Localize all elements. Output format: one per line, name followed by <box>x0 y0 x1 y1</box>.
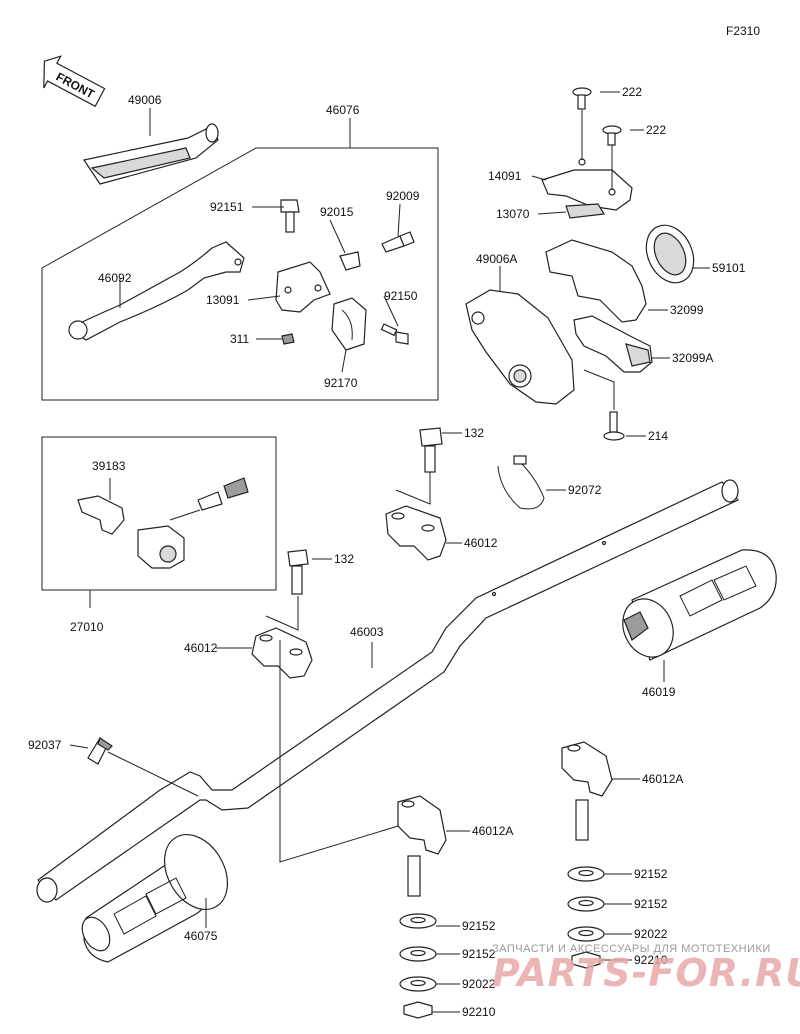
figure-code: F2310 <box>726 24 760 38</box>
nut-92210-a <box>403 1001 433 1019</box>
watermark-line1: ЗАПЧАСТИ И АКСЕССУАРЫ ДЛЯ МОТОТЕХНИКИ <box>492 943 771 955</box>
cable-band <box>497 455 545 510</box>
switch-clamp-39183 <box>77 495 125 535</box>
part-label-27010: 27010 <box>70 620 104 634</box>
part-label-92009: 92009 <box>386 189 420 203</box>
part-labels: 49006 46076 92151 92015 92009 46092 13091 92150… <box>28 85 746 1019</box>
handlebar-holder-lower-a <box>397 795 447 897</box>
part-label-32099: 32099 <box>670 303 704 317</box>
part-label-92152c: 92152 <box>634 867 668 881</box>
part-label-46012b: 46012 <box>184 641 218 655</box>
nut-311 <box>281 333 295 345</box>
part-label-92152a: 92152 <box>462 919 496 933</box>
washer-92022-a <box>399 976 437 992</box>
washer-92152-c <box>567 866 605 882</box>
right-grip <box>622 549 777 661</box>
throttle-housing-upper <box>545 239 647 323</box>
handlebar-holder-lower-b <box>561 741 613 841</box>
cable-clip-92037 <box>87 737 113 765</box>
part-label-92170: 92170 <box>324 376 358 390</box>
lever-bracket <box>275 261 331 313</box>
nut-92210-b <box>571 951 601 969</box>
handlebar-holder-upper-b <box>251 627 313 679</box>
part-label-92072: 92072 <box>568 483 602 497</box>
throttle-pulley <box>645 224 695 284</box>
screw-214 <box>603 411 625 441</box>
part-label-14091: 14091 <box>488 169 522 183</box>
clutch-assembly-frame <box>41 147 439 401</box>
part-label-92210a: 92210 <box>462 1005 496 1019</box>
part-label-46012Ab: 46012A <box>642 772 683 786</box>
part-label-92015: 92015 <box>320 205 354 219</box>
nut-92015 <box>339 251 361 271</box>
handlebar <box>36 479 739 903</box>
part-label-13091: 13091 <box>206 293 240 307</box>
part-label-92152d: 92152 <box>634 897 668 911</box>
part-label-13070: 13070 <box>496 207 530 221</box>
part-label-92151: 92151 <box>210 200 244 214</box>
leader-lines <box>69 91 710 1013</box>
part-label-49006A: 49006A <box>476 252 517 266</box>
part-label-311: 311 <box>230 332 249 346</box>
washer-92022-b <box>567 926 605 942</box>
part-label-49006: 49006 <box>128 93 162 107</box>
lever-clamp <box>331 297 367 351</box>
part-label-32099A: 32099A <box>672 351 713 365</box>
part-label-222a: 222 <box>622 85 642 99</box>
part-label-46003: 46003 <box>350 625 384 639</box>
part-label-132a: 132 <box>464 426 484 440</box>
clutch-lever <box>68 241 245 341</box>
part-label-222b: 222 <box>646 123 666 137</box>
part-label-46075: 46075 <box>184 929 218 943</box>
throttle-cover <box>541 158 633 211</box>
bolt-92150 <box>380 323 409 345</box>
part-label-132b: 132 <box>334 552 354 566</box>
switch-assembly-frame <box>41 436 277 591</box>
part-label-92152b: 92152 <box>462 947 496 961</box>
part-label-46092: 46092 <box>98 271 132 285</box>
watermark-logo: PARTS-FOR.RU <box>492 951 800 995</box>
throttle-case-cover <box>465 289 575 405</box>
left-grip <box>81 834 229 963</box>
part-label-92022a: 92022 <box>462 977 496 991</box>
washer-92152-b <box>399 946 437 962</box>
part-label-46012Aa: 46012A <box>472 824 513 838</box>
part-label-92022b: 92022 <box>634 927 668 941</box>
washer-92152-d <box>567 896 605 912</box>
washer-92152-a <box>399 913 437 929</box>
part-label-92150: 92150 <box>384 289 418 303</box>
engine-stop-switch <box>137 477 249 569</box>
part-label-39183: 39183 <box>92 459 126 473</box>
bolt-92151 <box>280 199 300 233</box>
part-label-92037: 92037 <box>28 738 62 752</box>
lever-cover <box>83 123 219 185</box>
part-label-46019: 46019 <box>642 685 676 699</box>
bolt-132-b <box>287 549 309 595</box>
part-label-46076: 46076 <box>326 103 360 117</box>
bolt-132-a <box>419 427 443 473</box>
part-label-59101: 59101 <box>712 261 746 275</box>
handlebar-holder-upper-a <box>385 505 447 561</box>
screw-92009 <box>381 231 415 253</box>
part-label-214: 214 <box>648 429 668 443</box>
throttle-housing-lower <box>573 315 653 373</box>
part-label-92210b: 92210 <box>634 953 668 967</box>
screw-222-b <box>602 125 622 146</box>
part-label-46012a: 46012 <box>464 536 498 550</box>
screw-222-a <box>572 87 592 110</box>
cable-guide-13070 <box>565 203 605 219</box>
